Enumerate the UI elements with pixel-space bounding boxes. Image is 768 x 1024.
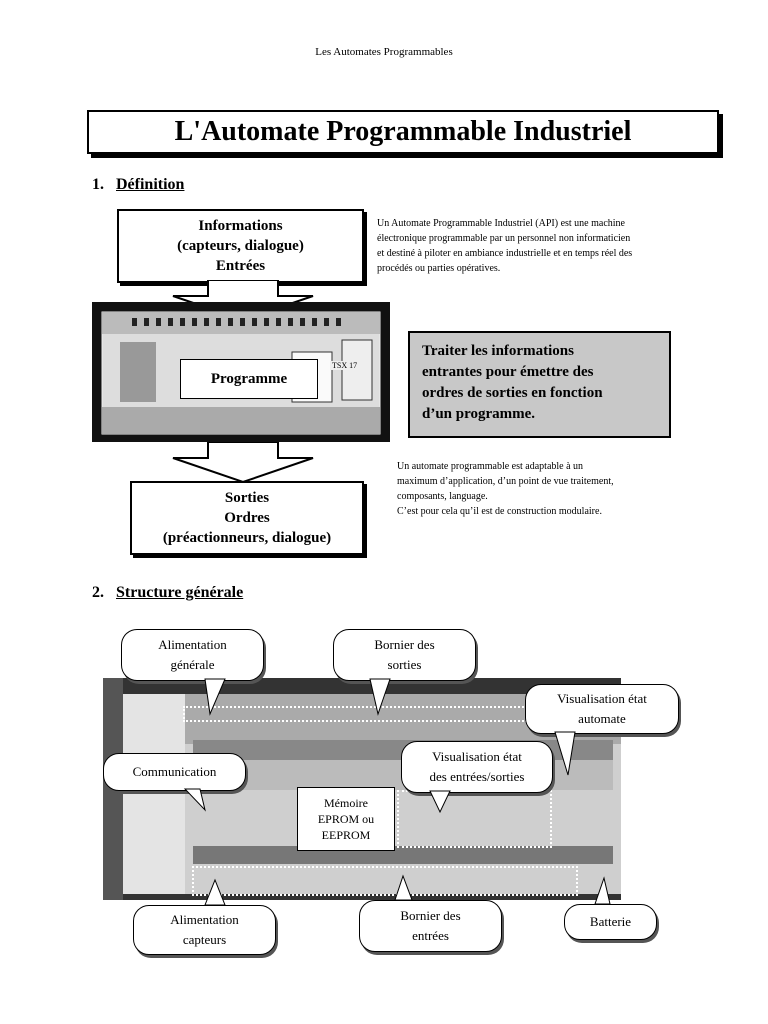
- callout-alimentation-generale: Alimentation générale: [121, 629, 264, 681]
- definition-line: procédés ou parties opératives.: [377, 263, 501, 274]
- definition-line: électronique programmable par un personn…: [377, 233, 631, 244]
- inputs-line: (capteurs, dialogue): [177, 238, 304, 254]
- callout-line: Visualisation état: [557, 691, 647, 706]
- callout-line: des entrées/sorties: [429, 769, 525, 784]
- inputs-line: Informations: [198, 218, 283, 234]
- section-label: Structure générale: [116, 584, 244, 601]
- callout-bornier-entrees: Bornier des entrées: [359, 900, 502, 952]
- definition-line: Un Automate Programmable Industriel (API…: [377, 218, 625, 229]
- callout-line: sorties: [387, 657, 422, 672]
- process-line: entrantes pour émettre des: [422, 364, 594, 380]
- adaptable-line: maximum d’application, d’un point de vue…: [397, 476, 614, 487]
- process-line: d’un programme.: [422, 406, 536, 422]
- callout-memoire: Mémoire EPROM ou EEPROM: [297, 787, 395, 851]
- callout-line: Batterie: [589, 914, 632, 929]
- outputs-line: (préactionneurs, dialogue): [162, 530, 332, 546]
- callout-line: EEPROM: [321, 828, 371, 842]
- callout-line: entrées: [412, 928, 449, 943]
- section-label: Définition: [116, 176, 185, 193]
- callout-visualisation-es: Visualisation état des entrées/sorties: [401, 741, 553, 793]
- bornier-entrees-zone: [192, 866, 578, 896]
- outputs-line: Ordres: [224, 510, 270, 526]
- callout-line: générale: [170, 657, 215, 672]
- adaptable-line: C’est pour cela qu’il est de constructio…: [397, 506, 602, 517]
- plc-photo: [92, 302, 390, 442]
- definition-paragraph: Un Automate Programmable Industriel (API…: [377, 216, 717, 276]
- callout-communication: Communication: [103, 753, 246, 791]
- callout-line: Bornier des: [374, 637, 435, 652]
- adaptable-line: composants, language.: [397, 491, 488, 502]
- down-arrow-icon: [172, 442, 314, 484]
- bornier-sorties-zone: [183, 706, 527, 722]
- callout-line: EPROM ou: [317, 812, 375, 826]
- visualisation-es-zone: [397, 790, 552, 848]
- plc-badge: TSX 17: [330, 361, 360, 370]
- process-line: Traiter les informations: [422, 343, 574, 359]
- callout-line: Alimentation: [158, 637, 227, 652]
- definition-line: et destiné à piloter en ambiance industr…: [377, 248, 633, 259]
- adaptable-paragraph: Un automate programmable est adaptable à…: [397, 459, 717, 519]
- section-2-heading: 2. Structure générale: [92, 584, 243, 602]
- callout-line: automate: [578, 711, 626, 726]
- adaptable-line: Un automate programmable est adaptable à…: [397, 461, 584, 472]
- callout-line: Alimentation: [170, 912, 239, 927]
- callout-line: capteurs: [182, 932, 227, 947]
- section-number: 2.: [92, 584, 104, 601]
- section-1-heading: 1. Définition: [92, 176, 184, 194]
- programme-label: Programme: [180, 359, 318, 399]
- page-title: L'Automate Programmable Industriel: [87, 110, 719, 154]
- callout-line: Bornier des: [400, 908, 461, 923]
- callout-batterie: Batterie: [564, 904, 657, 940]
- process-line: ordres de sorties en fonction: [422, 385, 603, 401]
- outputs-line: Sorties: [224, 490, 270, 506]
- page-header: Les Automates Programmables: [315, 46, 453, 58]
- callout-bornier-sorties: Bornier des sorties: [333, 629, 476, 681]
- inputs-line: Entrées: [215, 258, 266, 274]
- section-number: 1.: [92, 176, 104, 193]
- callout-line: Visualisation état: [432, 749, 522, 764]
- callout-visualisation-automate: Visualisation état automate: [525, 684, 679, 734]
- callout-line: Communication: [132, 764, 217, 779]
- callout-alimentation-capteurs: Alimentation capteurs: [133, 905, 276, 955]
- inputs-box: Informations (capteurs, dialogue) Entrée…: [117, 209, 364, 283]
- outputs-box: Sorties Ordres (préactionneurs, dialogue…: [130, 481, 364, 555]
- process-box: Traiter les informations entrantes pour …: [408, 331, 671, 438]
- callout-line: Mémoire: [324, 796, 368, 810]
